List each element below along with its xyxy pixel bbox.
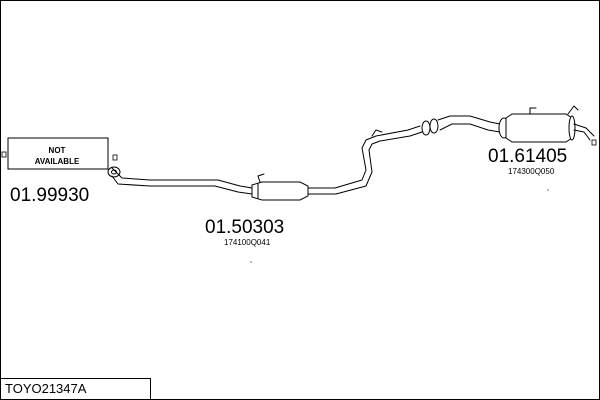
rear-hanger-icon-2 (567, 105, 579, 115)
center-pipe-lower (111, 175, 253, 195)
catalyst-body-icon (251, 181, 309, 201)
not-available-box (7, 137, 109, 170)
part-code-rear: 174300Q050 (508, 167, 555, 176)
part-number-front: 01.99930 (10, 185, 89, 206)
rear-silencer-end-icon (568, 115, 576, 141)
center-dot (250, 261, 252, 263)
center-rear-pipe-lower (307, 131, 423, 195)
catalyst-hanger-icon (257, 173, 265, 183)
center-pipe-section[interactable] (107, 118, 439, 201)
right-connector-icon (112, 154, 118, 161)
part-code-center: 174100Q041 (224, 238, 271, 247)
left-connector-icon (1, 151, 7, 158)
front-pipe-placeholder[interactable]: NOT AVAILABLE (1, 137, 118, 170)
center-pipe-upper (111, 167, 253, 189)
rear-dot (547, 189, 549, 191)
rear-pipe-upper (437, 115, 501, 125)
part-number-rear: 01.61405 (488, 146, 567, 167)
mid-flange-icon (421, 120, 431, 136)
mid-flange-icon-2 (429, 118, 439, 134)
not-available-line1: NOT (49, 146, 66, 155)
tailpipe-lower (573, 129, 591, 141)
center-rear-pipe-upper (307, 125, 421, 189)
rear-silencer-section[interactable] (437, 105, 597, 146)
tailpipe-icon (573, 123, 595, 137)
part-number-center: 01.50303 (205, 217, 284, 238)
rear-silencer-body-icon (505, 113, 573, 143)
rise-hanger-icon (371, 129, 383, 137)
rear-pipe-lower (439, 123, 501, 133)
not-available-line2: AVAILABLE (35, 157, 80, 166)
reference-label: TOYO21347A (5, 381, 87, 396)
tailpipe-end-icon (591, 139, 597, 146)
rear-hanger-icon (529, 107, 537, 115)
